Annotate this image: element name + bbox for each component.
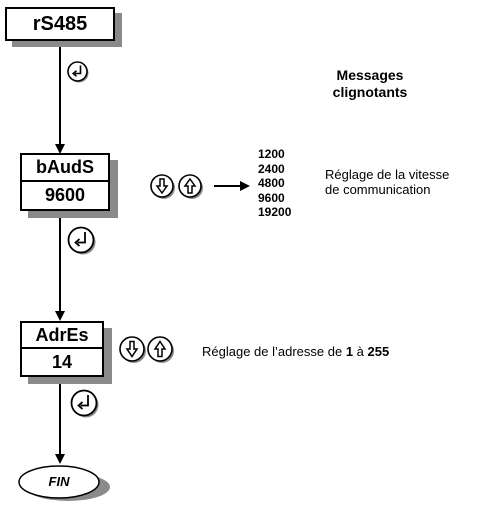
address-description-prefix: Réglage de l’adresse de: [202, 344, 346, 359]
baud-display: bAudS 9600: [20, 153, 110, 211]
up-arrow-key-icon: [178, 174, 203, 199]
enter-key-icon: [67, 61, 89, 83]
address-param: AdrEs: [22, 323, 102, 349]
address-min: 1: [345, 344, 354, 359]
header-title: Messages clignotants: [290, 67, 450, 101]
end-terminal: [18, 465, 100, 499]
address-display: AdrEs 14: [20, 321, 104, 377]
baud-option: 19200: [258, 205, 292, 219]
down-arrow-key-icon: [150, 174, 175, 199]
enter-key-icon: [70, 389, 99, 418]
baud-description: Réglage de la vitesse de communication: [325, 167, 449, 197]
address-value: 14: [51, 351, 73, 372]
down-arrow-key-icon: [119, 336, 146, 363]
baud-option: 1200: [258, 147, 285, 161]
rs485-display: rS485: [5, 7, 115, 41]
address-description: Réglage de l’adresse de 1 à 255: [202, 344, 389, 359]
header-title-line1: Messages: [336, 67, 404, 83]
baud-option: 4800: [258, 176, 285, 190]
rs485-text: rS485: [32, 12, 88, 35]
end-label: FIN: [48, 474, 70, 489]
baud-option: 2400: [258, 161, 285, 176]
baud-options-list: 1200 2400 4800 9600 19200: [258, 147, 291, 220]
baud-param: bAudS: [22, 155, 108, 182]
baud-description-line1: Réglage de la vitesse: [325, 167, 450, 182]
enter-key-icon: [67, 226, 96, 255]
baud-option: 9600: [258, 190, 285, 205]
up-arrow-key-icon: [147, 336, 174, 363]
header-title-line2: clignotants: [332, 84, 408, 100]
baud-description-line2: de communication: [325, 182, 431, 197]
address-description-middle: à: [353, 344, 368, 359]
baud-value: 9600: [44, 185, 86, 205]
address-max: 255: [367, 344, 390, 359]
